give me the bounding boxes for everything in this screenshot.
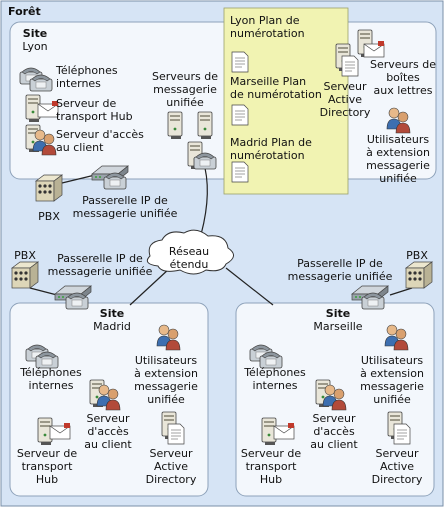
site-lyon-label: Site — [22, 27, 48, 40]
lyon-ad-label: Serveur Active Directory — [319, 80, 371, 119]
directory-doc-icon — [341, 55, 359, 77]
lyon-users-label: Utilisateurs à extension messagerie unif… — [366, 133, 430, 185]
marseille-users-label: Utilisateurs à extension messagerie unif… — [360, 354, 424, 406]
wan-label: Réseau étendu — [168, 245, 210, 271]
dialplan-madrid-label: Madrid Plan de numérotation — [230, 136, 312, 162]
madrid-cas-label: Serveur d'accès au client — [84, 412, 132, 451]
site-madrid-label: Site — [99, 307, 125, 320]
dialplan-madrid-icon — [231, 161, 249, 183]
madrid-pbx-label: PBX — [14, 249, 36, 262]
marseille-gateway-label: Passerelle IP de messagerie unifiée — [287, 257, 393, 283]
forest-label: Forêt — [8, 5, 41, 18]
lyon-hub-label: Serveur de transport Hub — [56, 97, 133, 123]
directory-doc-icon — [167, 423, 185, 445]
lyon-phones-label: Téléphones internes — [56, 64, 118, 90]
wan-cloud — [146, 229, 234, 275]
madrid-users-label: Utilisateurs à extension messagerie unif… — [134, 354, 198, 406]
site-madrid-name: Madrid — [93, 320, 131, 333]
lyon-um-servers-label: Serveurs de messagerie unifiée — [151, 70, 219, 109]
link-wan-madrid — [129, 267, 171, 306]
um-server-icon — [197, 111, 213, 140]
dialplan-lyon-label: Lyon Plan de numérotation — [230, 14, 305, 40]
lyon-mailbox-label: Serveurs de boîtes aux lettres — [369, 58, 437, 97]
link-madrid-pbx-gateway — [29, 287, 58, 296]
site-marseille-label: Site — [325, 307, 351, 320]
dialplan-marseille-icon — [231, 104, 249, 126]
um-server-icon — [167, 111, 183, 140]
pbx-icon — [11, 261, 39, 289]
site-lyon-name: Lyon — [22, 40, 48, 53]
link-marseille-pbx-gateway — [389, 287, 413, 296]
madrid-phones-label: Téléphones internes — [20, 366, 82, 392]
link-lyon-pbx-gateway — [61, 174, 96, 184]
lyon-gateway-label: Passerelle IP de messagerie unifiée — [72, 194, 178, 220]
lyon-pbx-label: PBX — [38, 210, 60, 223]
network-links — [29, 167, 413, 306]
link-wan-marseille — [225, 267, 274, 306]
marseille-pbx-label: PBX — [406, 249, 428, 262]
marseille-ad-label: Serveur Active Directory — [371, 447, 423, 486]
dialplan-lyon-icon — [231, 51, 249, 73]
madrid-ad-label: Serveur Active Directory — [145, 447, 197, 486]
site-marseille-name: Marseille — [313, 320, 363, 333]
marseille-cas-label: Serveur d'accès au client — [310, 412, 358, 451]
marseille-hub-label: Serveur de transport Hub — [240, 447, 302, 486]
lyon-cas-label: Serveur d'accès au client — [56, 128, 144, 154]
madrid-gateway-label: Passerelle IP de messagerie unifiée — [47, 252, 153, 278]
madrid-hub-label: Serveur de transport Hub — [16, 447, 78, 486]
pbx-icon — [405, 261, 433, 289]
pbx-icon — [35, 174, 63, 202]
directory-doc-icon — [393, 423, 411, 445]
marseille-phones-label: Téléphones internes — [244, 366, 306, 392]
dialplan-marseille-label: Marseille Plan de numérotation — [230, 75, 322, 101]
